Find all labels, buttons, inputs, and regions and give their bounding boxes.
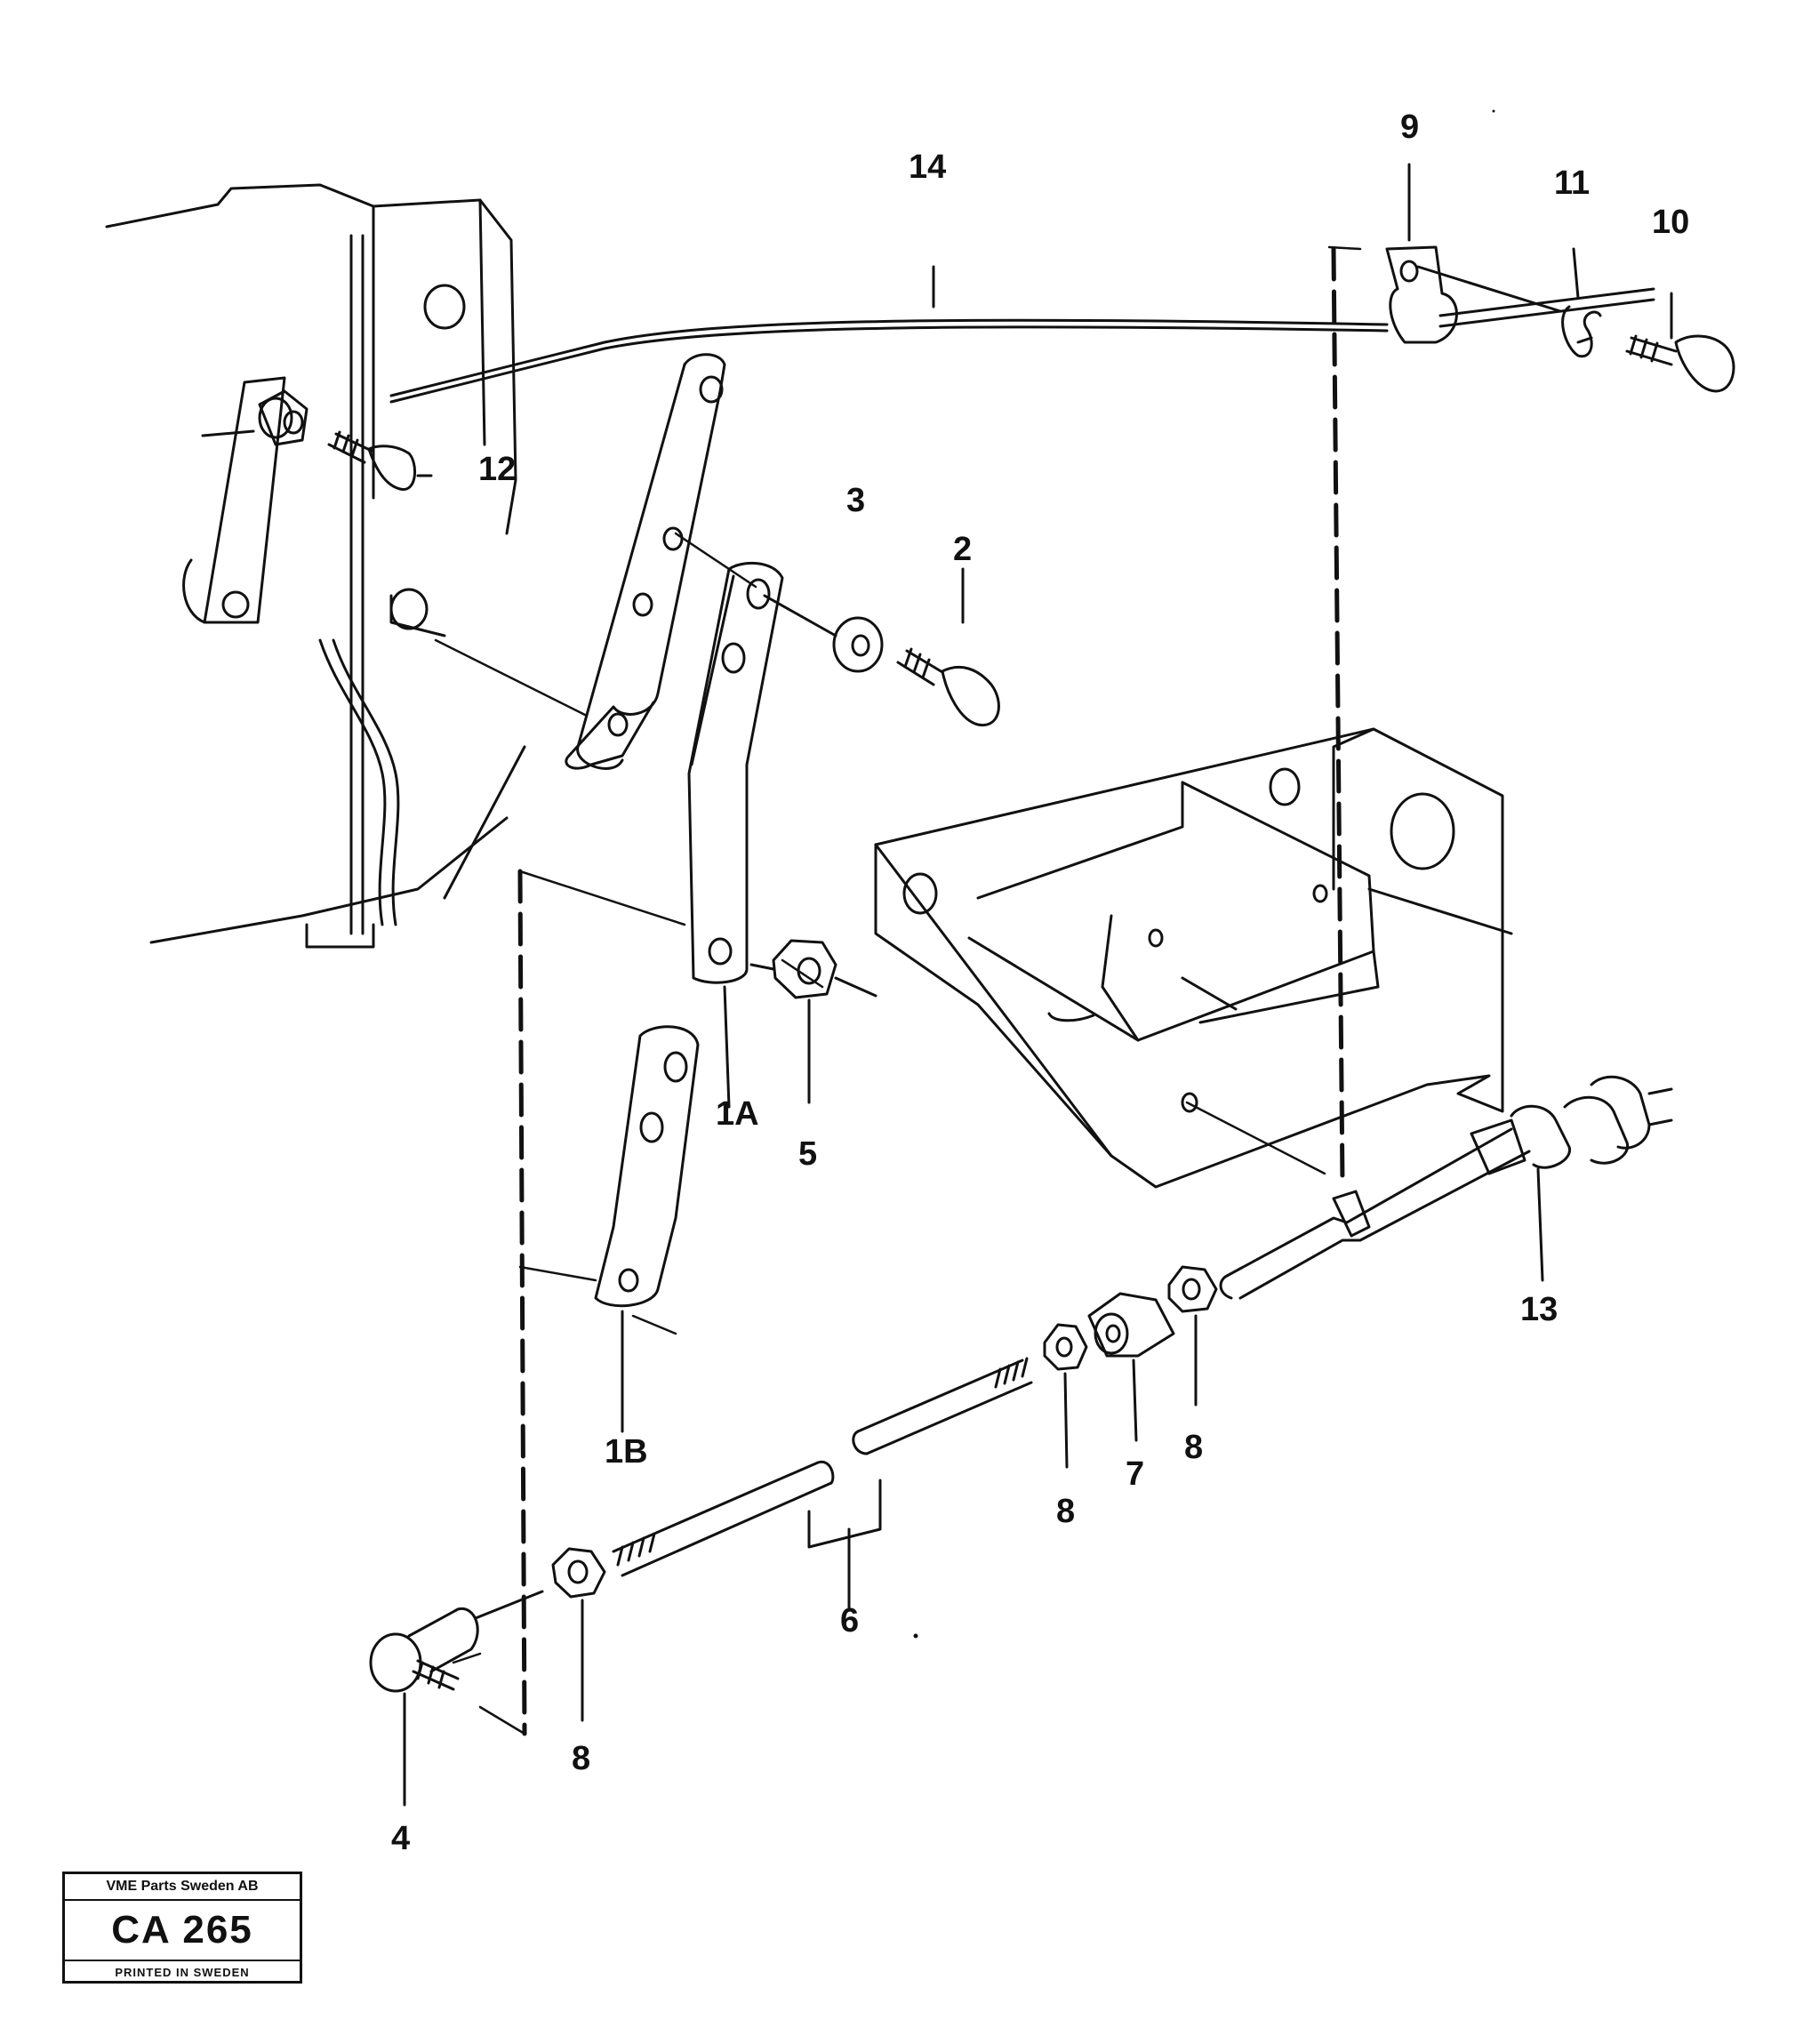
stamp-company: VME Parts Sweden AB bbox=[65, 1874, 300, 1901]
bolt-12 bbox=[327, 430, 433, 491]
ball-joint-4 bbox=[369, 1590, 544, 1807]
title-stamp: VME Parts Sweden AB CA 265 PRINTED IN SW… bbox=[62, 1872, 302, 1984]
lever-1b bbox=[594, 1025, 700, 1433]
bolt-2 bbox=[896, 567, 1000, 726]
lever-1a bbox=[687, 561, 784, 1109]
nut-8-mid bbox=[1043, 1323, 1088, 1469]
sleeve-7 bbox=[1087, 1292, 1175, 1442]
alignment-lines bbox=[517, 246, 1345, 1736]
nut-8-left bbox=[551, 1547, 606, 1722]
engine-housing bbox=[105, 183, 526, 949]
clip-11 bbox=[1561, 247, 1602, 358]
lever-plate-upper bbox=[565, 353, 726, 770]
clamp-9 bbox=[1385, 163, 1562, 344]
threaded-rod-6 bbox=[612, 1357, 1033, 1611]
callout-8c: 8 bbox=[572, 1740, 590, 1777]
callout-3: 3 bbox=[846, 482, 865, 519]
callout-11: 11 bbox=[1554, 164, 1590, 202]
nut-8-right bbox=[1167, 1265, 1218, 1407]
callout-13: 13 bbox=[1520, 1291, 1558, 1328]
callout-5: 5 bbox=[798, 1135, 817, 1173]
callout-2: 2 bbox=[953, 531, 972, 568]
callout-9: 9 bbox=[1400, 108, 1419, 146]
cable-end-13 bbox=[1219, 1075, 1673, 1300]
callout-4: 4 bbox=[391, 1820, 410, 1857]
control-cable bbox=[389, 265, 1655, 404]
mounting-bracket bbox=[874, 727, 1513, 1189]
callout-1a: 1A bbox=[716, 1095, 759, 1133]
nut-5 bbox=[749, 939, 877, 1104]
callout-8b: 8 bbox=[1056, 1493, 1075, 1530]
callout-8a: 8 bbox=[1184, 1429, 1203, 1466]
callout-10: 10 bbox=[1652, 204, 1689, 241]
leader-lines bbox=[434, 245, 1362, 1735]
lever-arm bbox=[182, 376, 309, 624]
callout-1b: 1B bbox=[605, 1433, 648, 1471]
stamp-code: CA 265 bbox=[65, 1901, 300, 1961]
stamp-printed: PRINTED IN SWEDEN bbox=[115, 1966, 250, 1979]
washer-3 bbox=[763, 594, 884, 673]
callout-12: 12 bbox=[478, 451, 516, 488]
bolt-10 bbox=[1625, 292, 1735, 393]
callout-14: 14 bbox=[909, 148, 946, 186]
callout-6: 6 bbox=[840, 1602, 859, 1639]
callout-7: 7 bbox=[1126, 1455, 1144, 1493]
